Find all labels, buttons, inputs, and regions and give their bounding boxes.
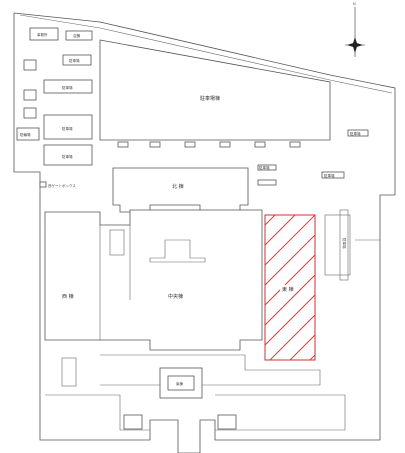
label-parking-a: 駐車場	[69, 58, 80, 63]
small-structure	[217, 414, 237, 430]
label-vertical-tag: 駐車場	[342, 238, 347, 249]
building-bike: 駐輪場	[16, 127, 40, 141]
label-parking-c: 駐車場	[62, 126, 73, 131]
building-east-wing-highlighted: 東 棟	[264, 214, 316, 361]
label-bike: 駐輪場	[20, 132, 31, 137]
label-jimusho: 事務所	[37, 32, 48, 37]
label-north-wing: 北 棟	[172, 183, 184, 190]
road-line	[19, 14, 393, 94]
label-parking-b: 駐車場	[62, 85, 73, 90]
small-structure	[23, 59, 37, 71]
label-bike-right: 駐車場	[259, 165, 270, 170]
building-parking-large: 駐車場棟	[99, 39, 331, 141]
building-north-wing: 北 棟	[112, 167, 249, 213]
site-boundary	[13, 12, 396, 453]
building-parking-b: 駐車場	[43, 79, 93, 94]
right-structures: 駐車場	[324, 209, 380, 281]
gate-box: 西ゲートボックス	[39, 181, 76, 188]
building-main-complex: 西 棟 中央棟	[44, 209, 263, 351]
label-east-wing: 東 棟	[282, 286, 294, 293]
right-tag-2: 駐車場	[321, 171, 345, 179]
label-right-tag-2: 駐車場	[324, 173, 335, 178]
label-parking-d: 駐車場	[62, 154, 73, 159]
small-structure	[23, 107, 37, 119]
north-arrow-icon: N	[345, 2, 365, 57]
parking-row	[117, 141, 301, 148]
label-right-tag-1: 駐車場	[350, 131, 361, 136]
label-tenpo: 店舗	[73, 33, 80, 38]
building-tenpo: 店舗	[65, 30, 93, 41]
building-parking-c: 駐車場	[43, 114, 93, 140]
label-parking-large: 駐車場棟	[200, 95, 220, 102]
small-structure	[23, 89, 37, 101]
building-parking-a: 駐車場	[62, 54, 92, 66]
svg-text:N: N	[353, 2, 356, 6]
label-gate: 西ゲートボックス	[48, 183, 76, 188]
label-west-wing: 西 棟	[62, 293, 74, 300]
building-parking-d: 駐車場	[43, 144, 93, 166]
small-structure	[123, 414, 143, 430]
right-tag-1: 駐車場	[347, 129, 369, 137]
building-jimusho: 事務所	[29, 27, 59, 41]
building-south: 南棟	[159, 367, 203, 399]
label-south-bldg: 南棟	[176, 381, 183, 386]
label-central-wing: 中央棟	[168, 293, 183, 300]
lower-area	[45, 354, 346, 431]
bike-right: 駐車場	[257, 164, 277, 186]
